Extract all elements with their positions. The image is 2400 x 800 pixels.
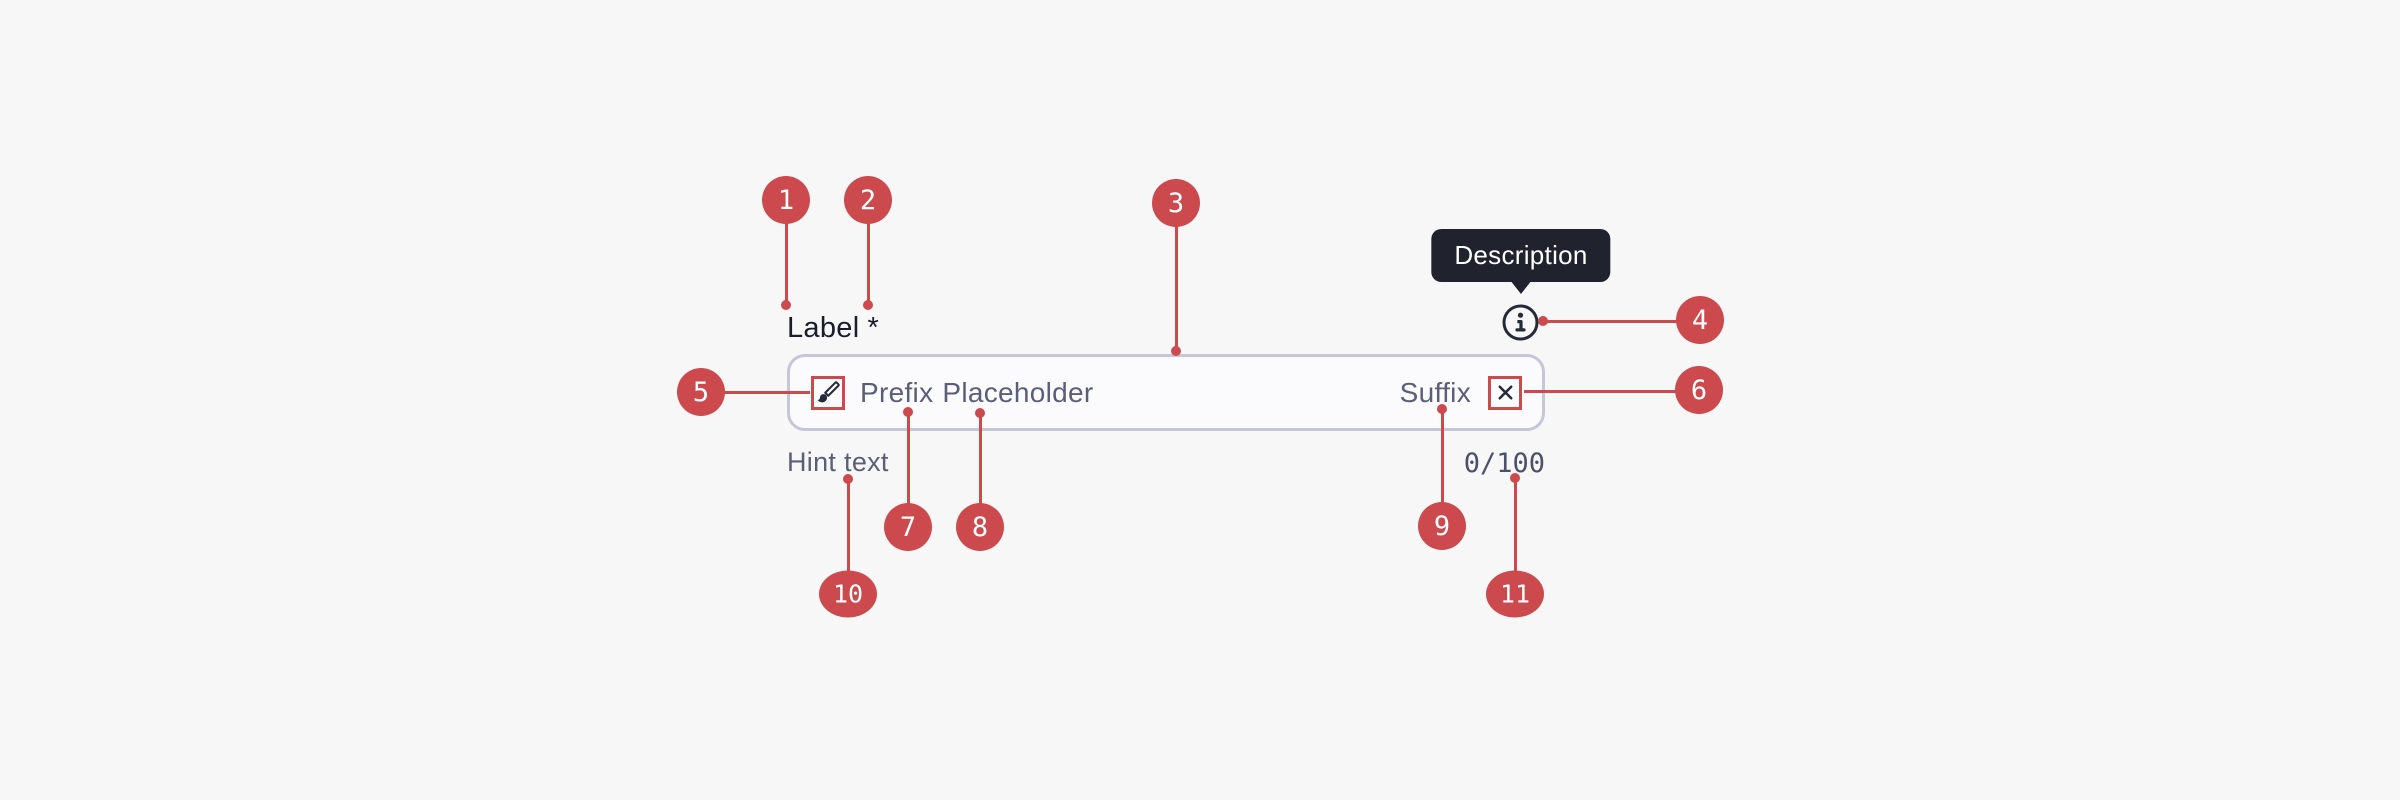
callout-line-1: [784, 200, 788, 305]
input-placeholder: Placeholder: [942, 376, 1094, 408]
callout-dot-7: [903, 407, 913, 417]
callout-dot-4: [1538, 316, 1548, 326]
tooltip-arrow: [1510, 280, 1532, 294]
callout-dot-1: [781, 300, 791, 310]
clear-button-highlight: [1488, 375, 1522, 410]
callout-badge-6: 6: [1675, 366, 1723, 414]
prefix-icon-highlight: [811, 375, 845, 410]
callout-line-5: [701, 390, 810, 394]
callout-dot-2: [863, 300, 873, 310]
text-input-container[interactable]: Prefix Placeholder Suffix: [787, 354, 1545, 431]
hint-text: Hint text: [787, 447, 889, 477]
callout-badge-2: 2: [844, 176, 892, 224]
callout-line-10: [846, 479, 850, 594]
callout-badge-3: 3: [1152, 179, 1200, 227]
callout-badge-1: 1: [762, 176, 810, 224]
callout-line-11: [1513, 478, 1517, 594]
input-prefix-text: Prefix: [860, 376, 934, 408]
tooltip-text: Description: [1454, 240, 1588, 270]
callout-line-7: [906, 412, 910, 527]
callout-badge-4: 4: [1676, 296, 1724, 344]
clear-button[interactable]: [1494, 381, 1517, 404]
input-suffix-text: Suffix: [1399, 376, 1471, 408]
callout-dot-3: [1171, 346, 1181, 356]
callout-line-9: [1440, 409, 1444, 526]
callout-dot-9: [1437, 404, 1447, 414]
callout-line-2: [866, 200, 870, 305]
callout-line-4: [1543, 319, 1700, 323]
tooltip: Description: [1431, 229, 1611, 282]
callout-line-3: [1174, 203, 1178, 351]
info-icon[interactable]: [1500, 302, 1541, 343]
callout-badge-10: 10: [819, 570, 877, 618]
close-icon: [1498, 385, 1512, 400]
callout-dot-11: [1510, 473, 1520, 483]
character-counter: 0/100: [1463, 448, 1545, 479]
callout-line-6: [1524, 389, 1699, 393]
callout-dot-10: [843, 474, 853, 484]
paintbrush-icon: [817, 381, 840, 403]
required-indicator: *: [867, 312, 880, 344]
callout-badge-5: 5: [677, 368, 725, 416]
callout-dot-8: [975, 408, 985, 418]
callout-badge-9: 9: [1418, 502, 1466, 550]
field-label: Label: [787, 312, 860, 344]
callout-badge-8: 8: [956, 503, 1004, 551]
callout-badge-7: 7: [884, 503, 932, 551]
field-label-row: Label *: [787, 312, 879, 345]
callout-badge-11: 11: [1486, 570, 1544, 618]
callout-line-8: [978, 413, 982, 527]
